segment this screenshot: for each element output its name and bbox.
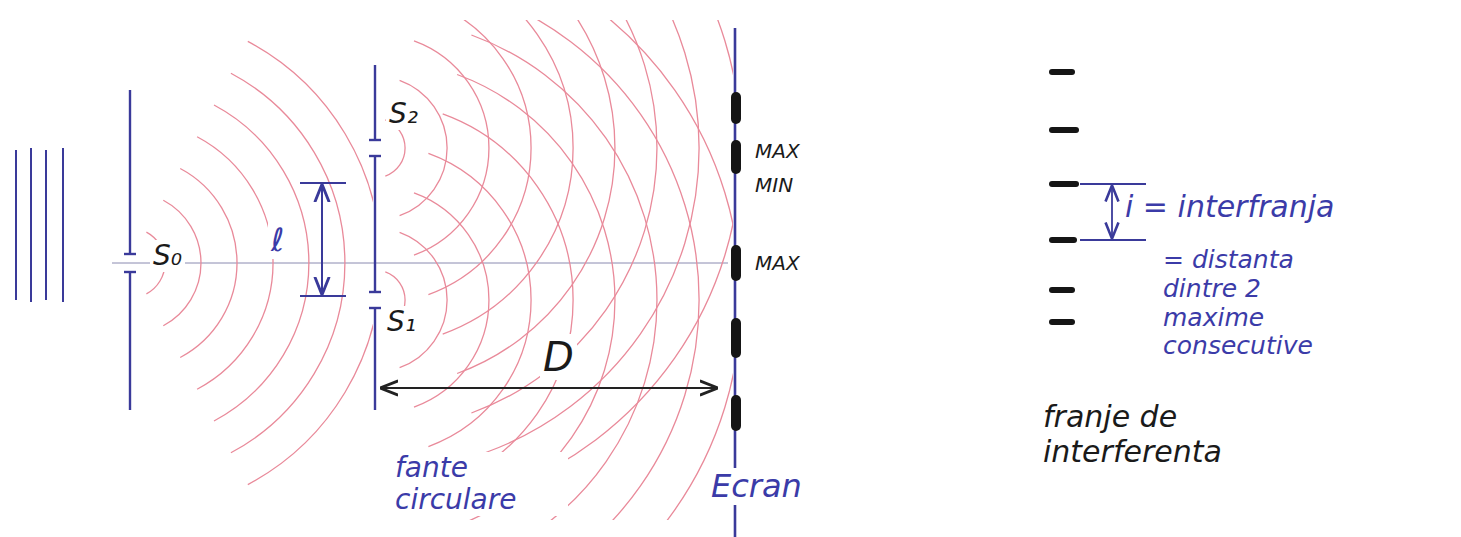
wave-front — [231, 73, 345, 453]
wave-front — [197, 137, 273, 390]
barrier — [124, 90, 136, 410]
screen-fringes — [731, 92, 741, 431]
wave-front — [400, 232, 447, 367]
wave-front — [428, 153, 531, 446]
screen-label: Ecran — [708, 468, 805, 505]
optical-axis — [112, 263, 728, 264]
wave-front — [443, 114, 573, 486]
wave-fronts — [385, 20, 733, 520]
maximum-label: MAX — [752, 252, 803, 275]
slit-caption: fante circulare — [392, 452, 568, 516]
wave-front — [471, 35, 657, 520]
minimum-label: MIN — [752, 174, 796, 197]
distance-label: D — [540, 334, 577, 380]
fringes-caption: franje de interferenta — [1040, 400, 1306, 469]
slit-label: S₂ — [386, 98, 421, 130]
wave-fronts — [146, 41, 373, 484]
wave-front — [443, 20, 573, 334]
wave-front — [414, 41, 489, 255]
wave-front — [414, 193, 489, 407]
distance-dimension — [382, 387, 716, 389]
wave-front — [214, 105, 309, 421]
plane-waves — [16, 148, 63, 302]
maximum-label: MAX — [752, 140, 803, 163]
wave-front — [500, 20, 733, 520]
wave-front — [248, 41, 373, 484]
fringe-pattern — [1052, 72, 1076, 322]
wave-front — [500, 20, 733, 492]
source-slit-label: S₀ — [150, 240, 185, 272]
wave-front — [471, 20, 657, 413]
double-slit-barrier — [369, 65, 381, 410]
wave-front — [486, 20, 699, 520]
fringe-spacing-label: i = interfranja — [1122, 190, 1337, 225]
wave-front — [180, 169, 237, 358]
slit-label: S₁ — [384, 306, 419, 338]
definition-note: = distanta dintre 2 maxime consecutive — [1160, 246, 1336, 361]
slit-distance-label: ℓ — [268, 222, 287, 259]
slit-distance-dimension — [300, 183, 346, 296]
